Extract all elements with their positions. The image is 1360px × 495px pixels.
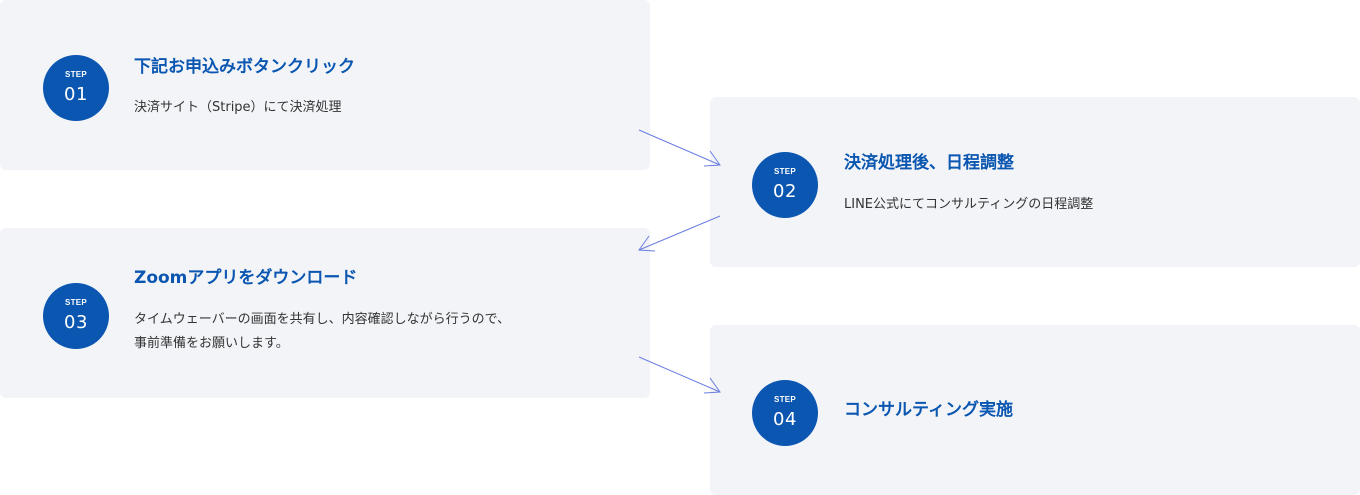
step-title: 決済処理後、日程調整 (844, 153, 1014, 173)
arrow-line (638, 215, 721, 251)
step-description-line: 決済サイト（Stripe）にて決済処理 (134, 100, 342, 115)
arrow-line (638, 356, 721, 393)
arrow-step-02-to-03 (638, 215, 721, 252)
step-title: Zoomアプリをダウンロード (134, 268, 358, 288)
step-title: コンサルティング実施 (844, 400, 1013, 420)
arrow-step-03-to-04 (638, 356, 721, 394)
step-badge-label: STEP (773, 167, 797, 176)
step-description: タイムウェーバーの画面を共有し、内容確認しながら行うので、 事前準備をお願いしま… (134, 308, 510, 356)
step-badge: STEP 01 (43, 55, 109, 121)
step-description-line: 事前準備をお願いします。 (134, 336, 289, 351)
step-badge-label: STEP (64, 298, 88, 307)
step-description: 決済サイト（Stripe）にて決済処理 (134, 96, 342, 120)
step-card-04: STEP 04 コンサルティング実施 (710, 325, 1360, 495)
step-badge: STEP 02 (752, 152, 818, 218)
step-card-01: STEP 01 下記お申込みボタンクリック 決済サイト（Stripe）にて決済処… (0, 0, 650, 170)
step-badge-number: 01 (64, 84, 88, 105)
step-description-line: タイムウェーバーの画面を共有し、内容確認しながら行うので、 (134, 312, 511, 327)
step-badge-label: STEP (773, 395, 797, 404)
step-badge-number: 04 (773, 409, 797, 430)
step-badge-label: STEP (64, 70, 88, 79)
step-card-02: STEP 02 決済処理後、日程調整 LINE公式にてコンサルティングの日程調整 (710, 97, 1360, 267)
step-title: 下記お申込みボタンクリック (134, 57, 355, 77)
step-description-line: LINE公式にてコンサルティングの日程調整 (844, 197, 1094, 212)
arrow-step-01-to-02 (638, 129, 721, 167)
arrow-line (638, 129, 721, 166)
step-card-03: STEP 03 Zoomアプリをダウンロード タイムウェーバーの画面を共有し、内… (0, 228, 650, 398)
step-badge-number: 02 (773, 181, 797, 202)
step-badge: STEP 03 (43, 283, 109, 349)
step-description: LINE公式にてコンサルティングの日程調整 (844, 193, 1093, 217)
step-badge: STEP 04 (752, 380, 818, 446)
step-badge-number: 03 (64, 312, 88, 333)
